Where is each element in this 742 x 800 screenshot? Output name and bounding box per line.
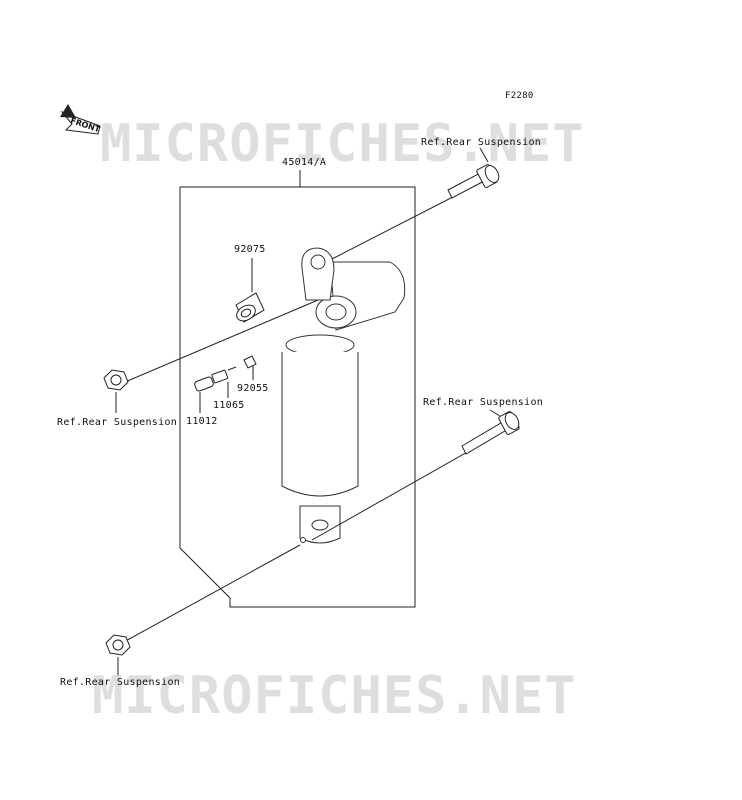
watermark-bottom: MICROFICHES.NET (92, 666, 577, 726)
lower-nut (105, 634, 131, 656)
part-number-92055: 92055 (237, 383, 269, 394)
assembly-bracket (179, 186, 416, 608)
collar-92075 (235, 292, 265, 323)
ref-lower-bolt: Ref.Rear Suspension (423, 397, 544, 408)
part-number-92075: 92075 (234, 244, 266, 255)
upper-bolt (329, 164, 500, 261)
front-arrow-icon: FRONT (60, 104, 102, 135)
lower-bolt (311, 411, 520, 541)
part-number-11065: 11065 (213, 400, 245, 411)
valve-group (194, 355, 257, 392)
upper-nut (103, 369, 129, 391)
lower-axis-line (121, 544, 301, 644)
assembly-part-number: 45014/A (282, 157, 327, 168)
part-number-11012: 11012 (186, 416, 218, 427)
shock-absorber (281, 247, 406, 544)
figure-code: F2280 (505, 91, 534, 101)
ref-upper-bolt: Ref.Rear Suspension (421, 137, 542, 148)
watermark-top: MICROFICHES.NET (100, 114, 585, 174)
ref-lower-nut: Ref.Rear Suspension (60, 677, 181, 688)
upper-axis-line (117, 299, 319, 386)
ref-upper-nut: Ref.Rear Suspension (57, 417, 178, 428)
